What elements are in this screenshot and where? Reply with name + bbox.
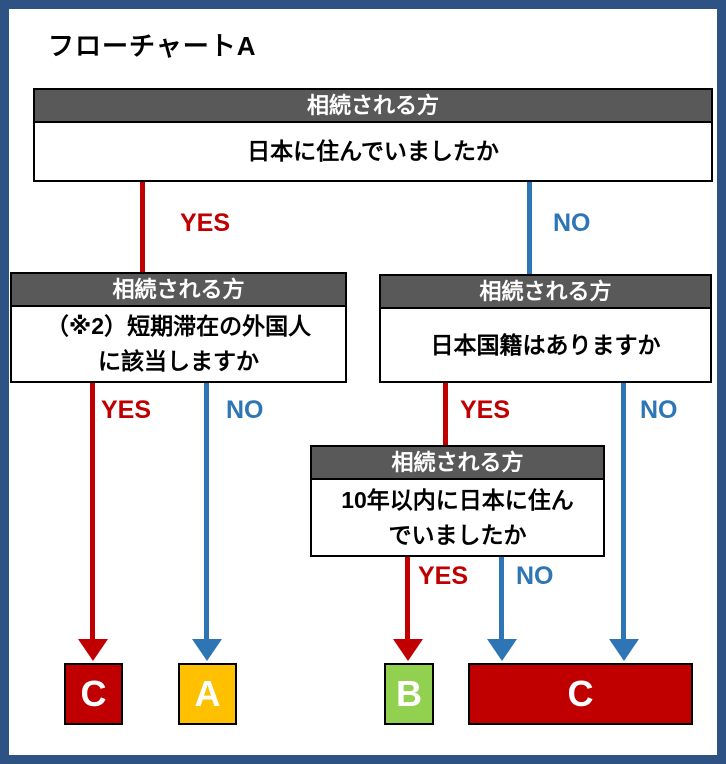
label-no-q4: NO	[516, 562, 554, 590]
result-box-c2: C	[468, 663, 693, 725]
node-question: 日本に住んでいましたか	[35, 123, 711, 180]
result-letter: A	[194, 673, 221, 714]
question-node-short-term-foreigner: 相続される方 （※2）短期滞在の外国人に該当しますか	[10, 272, 347, 383]
result-box-a: A	[178, 663, 237, 725]
question-node-japanese-nationality: 相続される方 日本国籍はありますか	[379, 274, 712, 383]
arrow-shaft	[405, 557, 410, 643]
result-letter: B	[396, 673, 422, 714]
label-no-q2: NO	[226, 396, 264, 424]
question-line: でいましたか	[388, 521, 527, 548]
label-yes-q1: YES	[180, 209, 231, 237]
label-no-q1: NO	[553, 209, 591, 237]
arrow-no-q3-to-result-c2	[609, 383, 639, 661]
arrow-shaft	[90, 383, 95, 643]
arrow-head	[609, 639, 639, 661]
arrow-shaft	[621, 383, 626, 643]
node-header: 相続される方	[312, 447, 603, 480]
label-yes-q2: YES	[101, 396, 152, 424]
arrow-yes-q2-to-result-c1	[78, 383, 108, 661]
connector-no-q1-to-q3	[527, 182, 532, 274]
arrow-head	[393, 639, 423, 661]
result-letter: C	[80, 673, 107, 714]
question-line: 10年以内に日本に住ん	[341, 486, 574, 513]
connector-yes-q3-to-q4	[443, 383, 448, 445]
arrow-shaft	[204, 383, 209, 643]
result-box-c1: C	[64, 663, 123, 725]
arrow-head	[487, 639, 517, 661]
question-line: 日本国籍はありますか	[430, 331, 661, 358]
arrow-no-q2-to-result-a	[192, 383, 222, 661]
arrow-shaft	[499, 557, 504, 643]
question-line: （※2）短期滞在の外国人	[45, 313, 312, 339]
label-yes-q3: YES	[460, 396, 511, 424]
flowchart-title: フローチャートA	[48, 31, 257, 61]
node-header: 相続される方	[12, 274, 345, 307]
arrow-head	[192, 639, 222, 661]
node-question: 日本国籍はありますか	[381, 309, 710, 381]
arrow-head	[78, 639, 108, 661]
result-box-b: B	[384, 663, 434, 725]
node-question: 10年以内に日本に住んでいましたか	[312, 480, 603, 555]
node-question: （※2）短期滞在の外国人に該当しますか	[12, 307, 345, 381]
label-no-q3: NO	[640, 396, 678, 424]
question-node-lived-within-10-years: 相続される方 10年以内に日本に住んでいましたか	[310, 445, 605, 557]
question-line: に該当しますか	[98, 348, 259, 374]
label-yes-q4: YES	[418, 562, 469, 590]
connector-yes-q1-to-q2	[140, 182, 145, 272]
result-letter: C	[567, 673, 594, 714]
node-header: 相続される方	[381, 276, 710, 309]
node-header: 相続される方	[35, 90, 711, 123]
arrow-yes-q4-to-result-b	[393, 557, 423, 661]
arrow-no-q4-to-result-c2	[487, 557, 517, 661]
question-node-lived-in-japan: 相続される方 日本に住んでいましたか	[33, 88, 713, 182]
question-line: 日本に住んでいましたか	[247, 138, 499, 164]
